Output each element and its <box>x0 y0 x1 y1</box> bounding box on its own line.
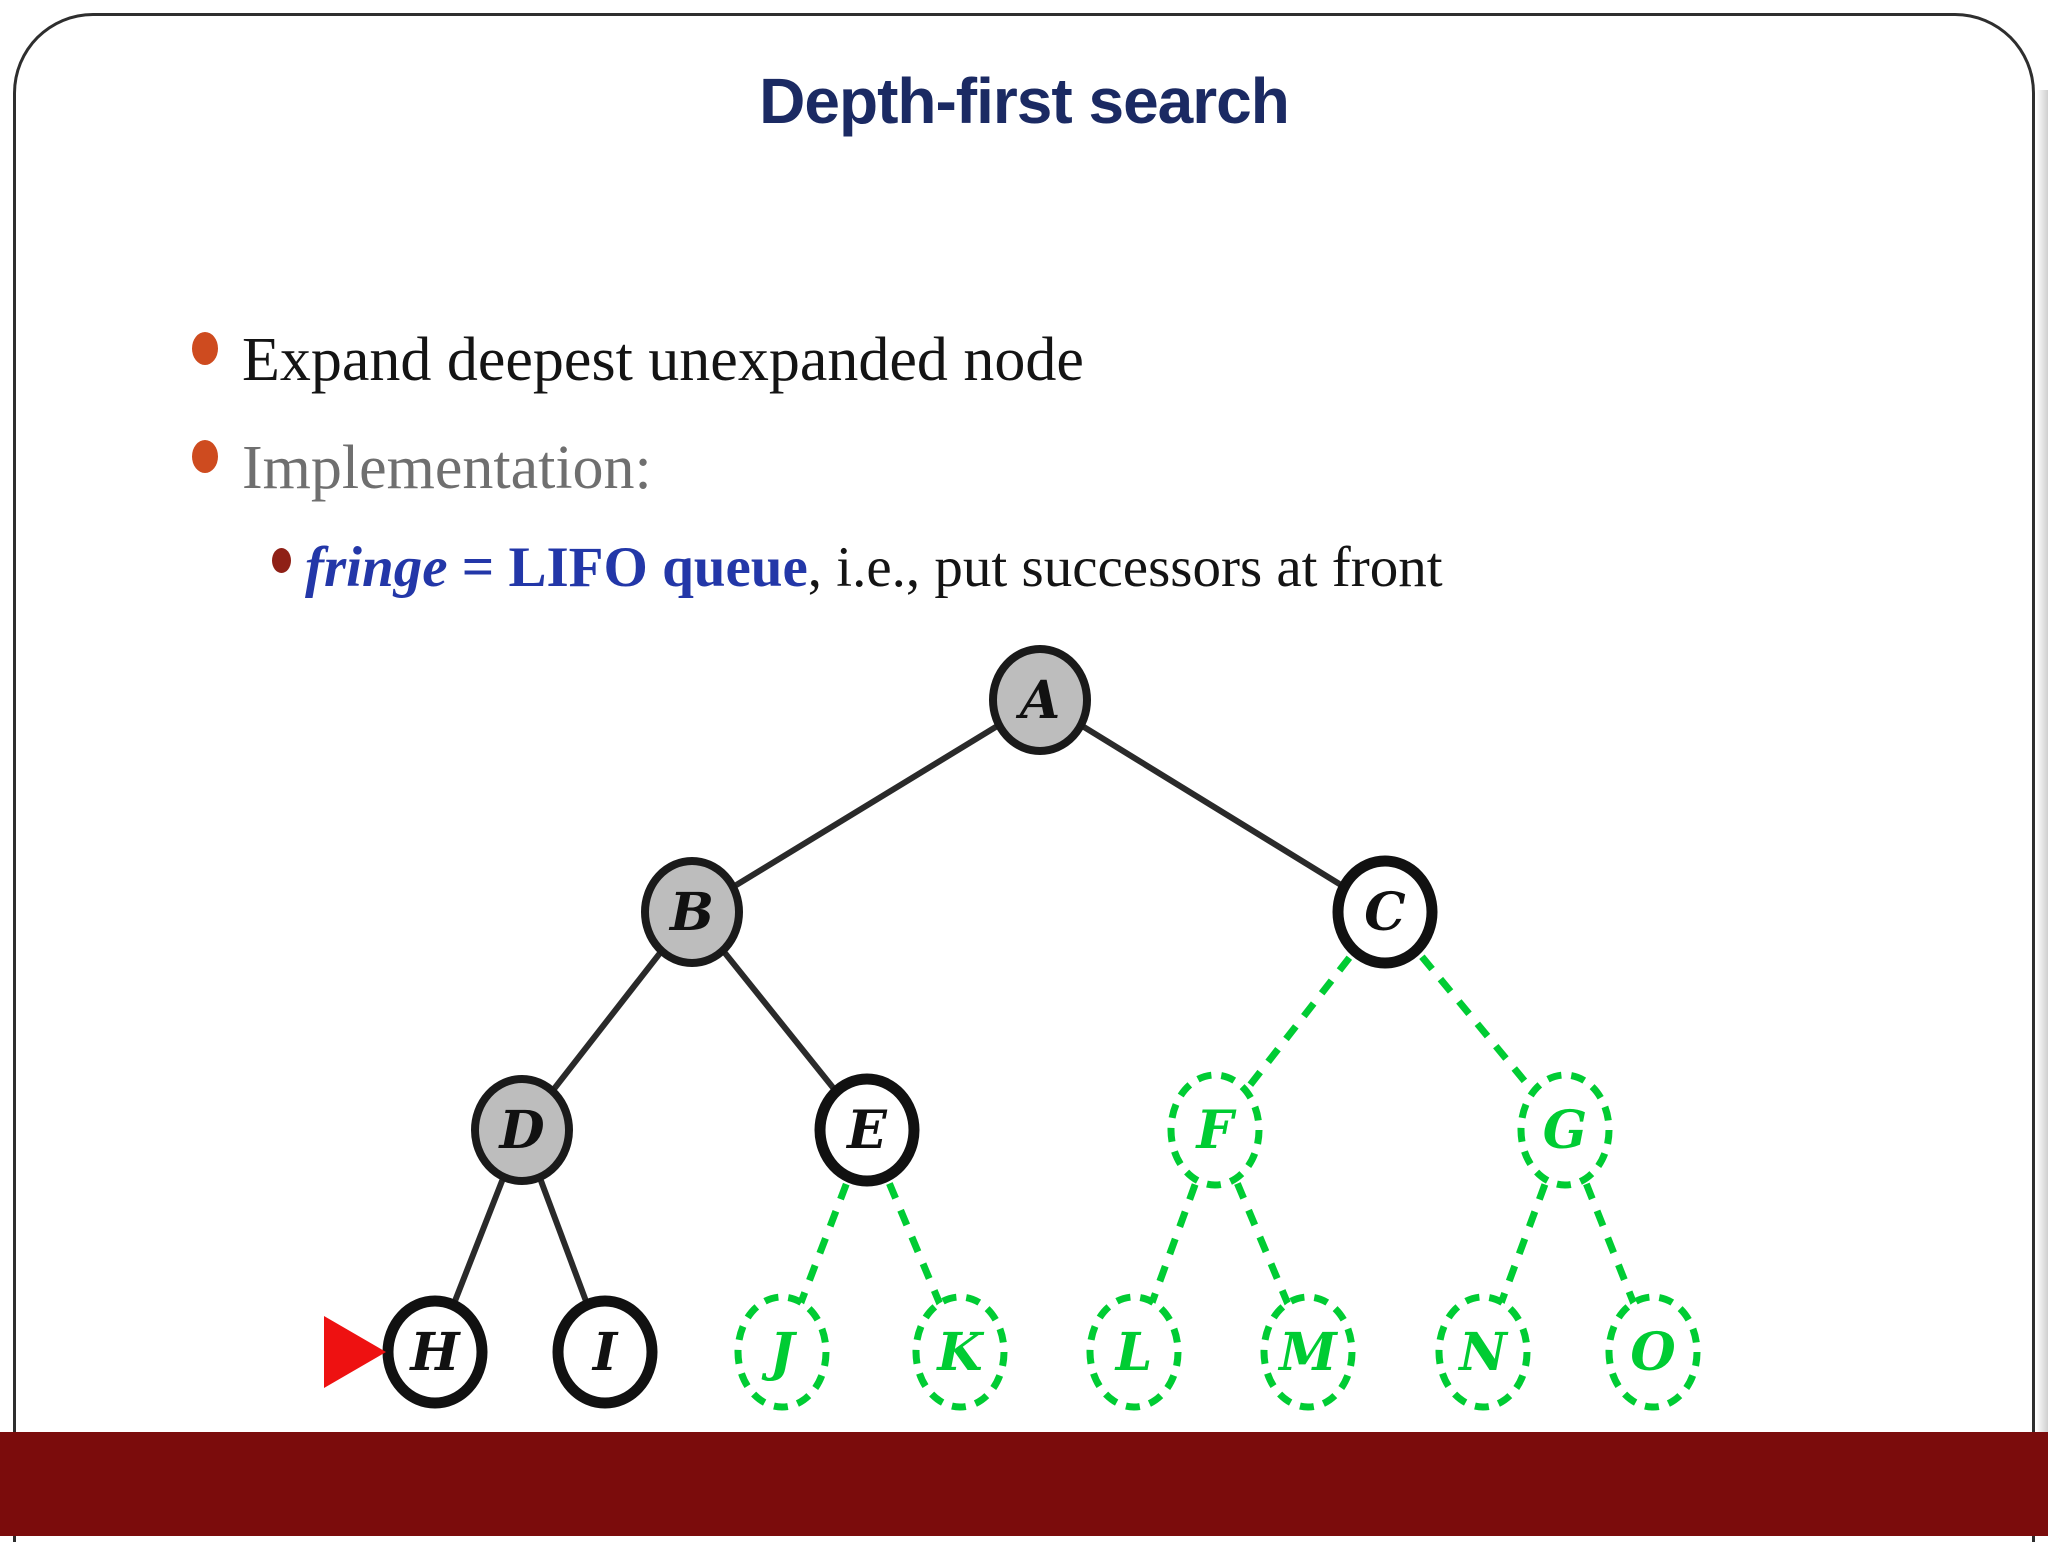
tree-node-F: F <box>1167 1071 1263 1189</box>
sub-bullet-text: fringe = LIFO queue, i.e., put successor… <box>305 532 1443 603</box>
tree-node-N: N <box>1435 1293 1531 1411</box>
tree-node-label: H <box>408 1322 461 1383</box>
tree-node-E: E <box>814 1073 920 1187</box>
tree-node-O: O <box>1605 1293 1701 1411</box>
tree-node-label: G <box>1543 1100 1587 1161</box>
tree-node-circle <box>552 1295 658 1409</box>
tree-node-circle <box>1260 1293 1356 1411</box>
lifo-queue-term: = LIFO queue <box>447 536 808 599</box>
tree-node-circle <box>1605 1293 1701 1411</box>
tree-node-M: M <box>1260 1293 1356 1411</box>
tree-node-circle <box>989 645 1091 755</box>
tree-node-circle <box>471 1075 573 1185</box>
tree-node-label: D <box>497 1100 544 1161</box>
tree-node-C: C <box>1332 855 1438 969</box>
tree-node-label: A <box>1015 670 1060 731</box>
tree-edge-A-C <box>1038 697 1387 915</box>
slide-title: Depth-first search <box>759 65 1290 137</box>
tree-node-label: K <box>935 1322 984 1383</box>
tree-node-label: F <box>1195 1100 1237 1161</box>
tree-node-label: O <box>1630 1322 1675 1383</box>
tree-node-label: E <box>845 1100 888 1161</box>
tree-node-label: I <box>591 1322 619 1383</box>
tree-node-D: D <box>471 1075 573 1185</box>
slide-edge-shadow <box>2036 90 2048 1432</box>
sub-bullet-dot-icon <box>272 548 291 573</box>
tree-node-J: J <box>734 1293 830 1411</box>
tree-node-label: C <box>1364 882 1405 943</box>
bullet-text: Implementation: <box>242 434 652 502</box>
tree-node-K: K <box>912 1293 1008 1411</box>
tree-node-circle <box>1332 855 1438 969</box>
tree-node-label: B <box>668 882 714 943</box>
bullet-item-expand: Expand deepest unexpanded node <box>192 322 1084 400</box>
tree-node-label: L <box>1114 1322 1153 1383</box>
bullet-text: Expand deepest unexpanded node <box>242 326 1084 394</box>
tree-node-circle <box>1086 1293 1182 1411</box>
footer-bar <box>0 1432 2048 1536</box>
bullet-dot-icon <box>192 440 218 473</box>
fringe-term: fringe <box>305 536 448 599</box>
tree-node-label: M <box>1277 1322 1338 1383</box>
tree-node-circle <box>814 1073 920 1187</box>
bullet-dot-icon <box>192 332 218 365</box>
tree-node-circle <box>1435 1293 1531 1411</box>
sub-bullet-remainder: , i.e., put successors at front <box>807 536 1443 599</box>
tree-node-A: A <box>989 645 1091 755</box>
tree-node-circle <box>734 1293 830 1411</box>
tree-node-circle <box>1517 1071 1613 1189</box>
tree-node-circle <box>382 1295 488 1409</box>
tree-node-I: I <box>552 1295 658 1409</box>
tree-node-G: G <box>1517 1071 1613 1189</box>
tree-node-circle <box>912 1293 1008 1411</box>
tree-node-circle <box>641 857 743 967</box>
sub-bullet-item-fringe: fringe = LIFO queue, i.e., put successor… <box>272 532 1443 603</box>
tree-node-L: L <box>1086 1293 1182 1411</box>
tree-edge-A-B <box>690 697 1042 915</box>
current-node-pointer-icon <box>324 1316 386 1388</box>
tree-node-circle <box>1167 1071 1263 1189</box>
tree-node-H: H <box>382 1295 488 1409</box>
tree-node-label: N <box>1457 1322 1509 1383</box>
tree-node-B: B <box>641 857 743 967</box>
bullet-item-implementation: Implementation: <box>192 430 652 508</box>
